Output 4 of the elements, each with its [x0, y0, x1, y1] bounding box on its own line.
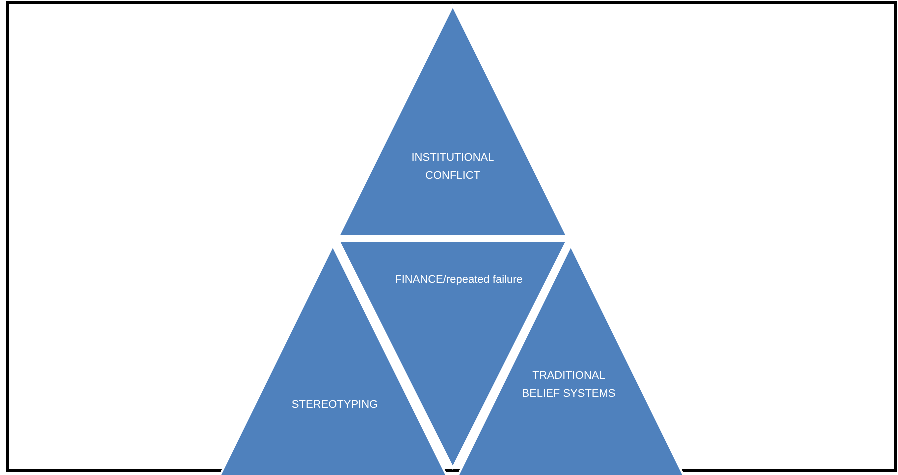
triangle-label: STEREOTYPING	[290, 398, 380, 413]
triangle-label: FINANCE/repeated failure	[394, 273, 524, 288]
triangle-label: INSTITUTIONAL CONFLICT	[410, 151, 496, 184]
triangle-label: TRADITIONAL BELIEF SYSTEMS	[521, 369, 617, 402]
